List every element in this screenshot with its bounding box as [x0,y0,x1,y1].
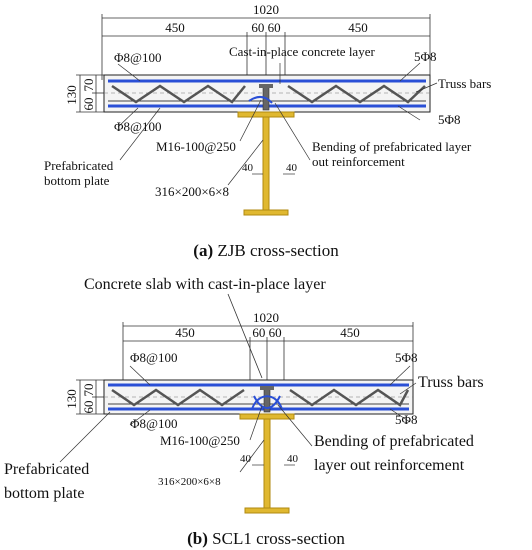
bent-rebar-a [248,96,273,104]
label-prefab-1-a: Prefabricated [44,158,114,173]
bent-rebar-b [251,395,283,410]
dim-h70-b: 70 [81,384,96,397]
label-steel-a: 316×200×6×8 [155,184,229,199]
label-prefab-2-b: bottom plate [4,485,84,502]
dim-right-a: 450 [348,20,368,35]
bent-rebar-b2 [253,395,281,409]
dim-h60-a: 60 [81,98,96,111]
label-rebar-bottom-b: Φ8@100 [130,416,177,431]
dim-h130-b: 130 [64,389,79,409]
dimension-lines-b [122,322,414,380]
dim-h60-b: 60 [81,401,96,414]
label-gap2-b: 40 [287,453,299,465]
label-cast-layer-a: Cast-in-place concrete layer [229,44,375,59]
dim-right-b: 450 [340,325,360,340]
dim-center-a: 60 60 [251,20,280,35]
steel-beam-b [239,413,295,514]
title-leader-b [227,293,263,379]
dim-h70-a: 70 [81,79,96,92]
label-gap1-a: 40 [242,162,254,174]
label-rebar-top-a: Φ8@100 [114,50,161,65]
truss-right-a [287,84,426,104]
truss-left-a [111,84,246,104]
dim-center-b: 60 60 [252,325,281,340]
label-truss-a: Truss bars [438,76,491,91]
label-truss-b: Truss bars [418,374,484,391]
dimension-lines-a [101,14,431,80]
label-steel-b: 316×200×6×8 [158,476,221,488]
panel-a: 1020 450 60 60 450 130 60 70 [44,2,491,260]
vertical-dims-b [76,379,104,415]
label-bending-1-b: Bending of prefabricated [314,433,474,450]
caption-letter-b: (b) [187,529,208,548]
caption-a: (a) ZJB cross-section [193,241,339,260]
panel-b: Concrete slab with cast-in-place layer 1… [4,276,484,548]
leaders-b [59,365,417,473]
vertical-dims-a [76,74,104,113]
caption-text-b: SCL1 cross-section [208,529,345,548]
stud-head-a [259,84,273,88]
title-b: Concrete slab with cast-in-place layer [84,276,326,293]
label-bending-2-b: layer out reinforcement [314,457,465,474]
truss-left-b [111,388,245,407]
label-prefab-1-b: Prefabricated [4,461,89,478]
dim-total-b: 1020 [253,310,279,325]
label-5rebar-top-b: 5Φ8 [395,350,418,365]
stud-head-b [260,386,274,390]
label-prefab-2-a: bottom plate [44,173,110,188]
label-bolt-b: M16-100@250 [160,433,240,448]
label-rebar-top-b: Φ8@100 [130,350,177,365]
dim-left-b: 450 [175,325,195,340]
caption-b: (b) SCL1 cross-section [187,529,345,548]
label-bending-2-a: out reinforcement [312,154,405,169]
label-bending-1-a: Bending of prefabricated layer [312,139,472,154]
caption-letter-a: (a) [193,241,213,260]
truss-right-b [289,388,410,407]
caption-text-a: ZJB cross-section [213,241,339,260]
label-5rebar-top-a: 5Φ8 [414,49,437,64]
label-gap1-b: 40 [240,453,252,465]
label-bolt-a: M16-100@250 [156,139,236,154]
dim-h130-a: 130 [64,85,79,105]
dim-total-a: 1020 [253,2,279,17]
leaders-a [117,62,438,186]
label-rebar-bottom-a: Φ8@100 [114,119,161,134]
label-gap2-a: 40 [286,162,298,174]
label-5rebar-bottom-b: 5Φ8 [395,412,418,427]
dim-left-a: 450 [165,20,185,35]
label-5rebar-bottom-a: 5Φ8 [438,112,461,127]
steel-beam-a [237,111,295,216]
